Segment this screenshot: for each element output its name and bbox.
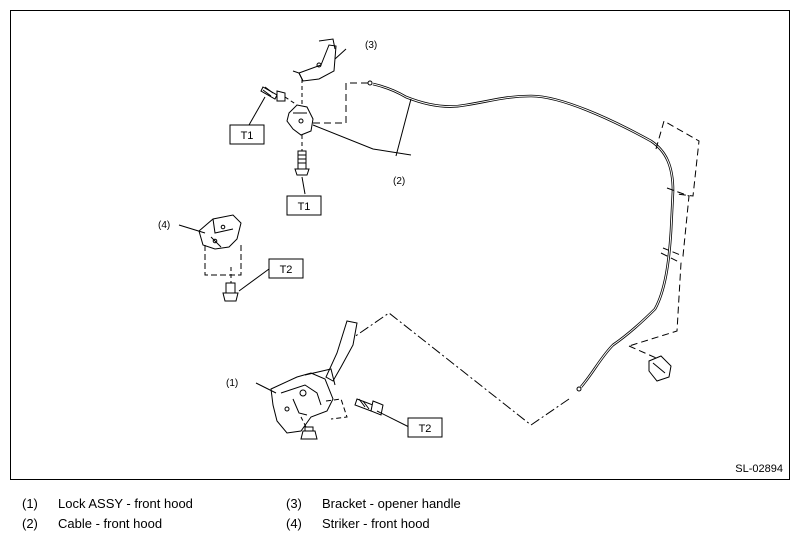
cable-clip-leaders: [628, 120, 700, 362]
cable-clip: [648, 355, 672, 382]
legend-label: Bracket - opener handle: [322, 496, 461, 511]
legend-label: Cable - front hood: [58, 516, 163, 531]
legend-label: Striker - front hood: [322, 516, 430, 531]
figure-id: SL-02894: [735, 463, 783, 475]
striker-leader: [204, 245, 242, 276]
legend-label: Lock ASSY - front hood: [58, 496, 193, 511]
callout-bracket: (3): [365, 40, 377, 51]
lock-bolt: [354, 398, 384, 416]
opener-handle-bracket: [292, 38, 337, 82]
bracket-cable-leader: [313, 82, 369, 124]
legend-number: (1): [22, 496, 38, 511]
callout-cable: (2): [393, 176, 405, 187]
lock-upper-bolt: [294, 150, 310, 176]
bracket-lower-piece: [286, 104, 314, 136]
hood-lock-assembly: [270, 320, 358, 434]
legend-number: (2): [22, 516, 38, 531]
exploded-view-diagram: (3) (2) (4) (1) T1 T1 T2 T2: [158, 38, 700, 440]
torque-tag-upper-bolt: T1: [298, 201, 311, 213]
torque-tag-bracket-bolt: T1: [241, 130, 254, 142]
cable-to-lock-leader: [340, 312, 570, 426]
legend-number: (3): [286, 496, 302, 511]
hood-striker: [198, 214, 242, 250]
hood-release-cable: [367, 80, 675, 392]
lock-lower-bolt: [300, 426, 318, 440]
torque-tag-striker-bolt: T2: [280, 264, 293, 276]
striker-bolt: [222, 282, 239, 302]
legend-number: (4): [286, 516, 302, 531]
callout-striker: (4): [158, 220, 170, 231]
callout-lock: (1): [226, 378, 238, 389]
torque-tag-lock-bolt: T2: [419, 423, 432, 435]
diagram-frame: (3) (2) (4) (1) T1 T1 T2 T2 SL-02894: [10, 10, 790, 480]
bracket-bolt: [260, 86, 286, 102]
